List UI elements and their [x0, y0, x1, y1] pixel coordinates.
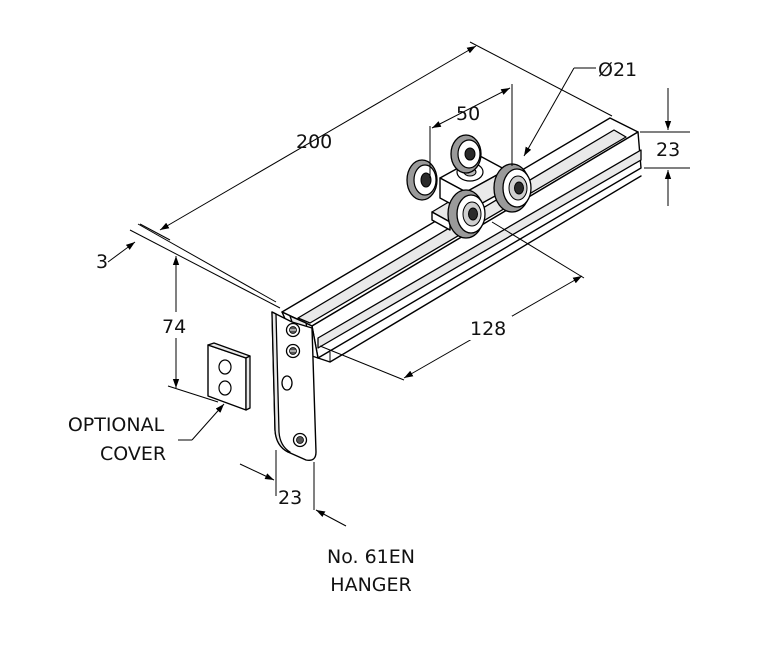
bracket-screw-upper	[285, 322, 301, 338]
bracket-screw-middle	[285, 343, 301, 359]
dimension-track-height-label: 23	[656, 139, 680, 161]
dimension-bracket-width: 23	[239, 450, 347, 527]
bracket-screw-bottom	[292, 432, 308, 448]
dimension-wheel-diameter: Ø21	[523, 59, 637, 157]
bracket-hole-lower	[281, 375, 293, 391]
mounting-bracket	[271, 311, 317, 462]
dimension-bracket-width-label: 23	[278, 487, 302, 509]
dimension-wheel-spacing-label: 50	[456, 103, 480, 125]
wheel-front-right	[493, 163, 532, 213]
optional-cover-label-line1: OPTIONAL	[68, 414, 165, 436]
wheel-back-right	[450, 134, 482, 174]
dimension-bracket-height: 74	[160, 256, 219, 403]
dimension-projection-label: 128	[470, 318, 506, 340]
dimension-length-label: 200	[296, 131, 332, 153]
dimension-bracket-height-label: 74	[162, 316, 186, 338]
optional-cover-label-line2: COVER	[100, 443, 166, 465]
caption-model-number: No. 61EN	[327, 546, 415, 568]
dimension-track-height: 23	[640, 88, 690, 206]
product-caption: No. 61EN HANGER	[327, 546, 415, 596]
wheel-back-left	[406, 159, 438, 201]
dimension-projection: 128	[319, 221, 585, 381]
optional-cover-callout: OPTIONAL COVER	[68, 403, 225, 465]
dimension-thickness: 3	[96, 223, 281, 309]
wheel-front-left	[447, 189, 486, 239]
dimension-wheel-diameter-label: Ø21	[598, 59, 637, 81]
dimension-length: 200	[139, 41, 613, 241]
dimension-wheel-spacing: 50	[429, 84, 513, 178]
dimension-thickness-label: 3	[96, 251, 108, 273]
optional-cover	[207, 342, 251, 411]
caption-product-name: HANGER	[330, 574, 411, 596]
